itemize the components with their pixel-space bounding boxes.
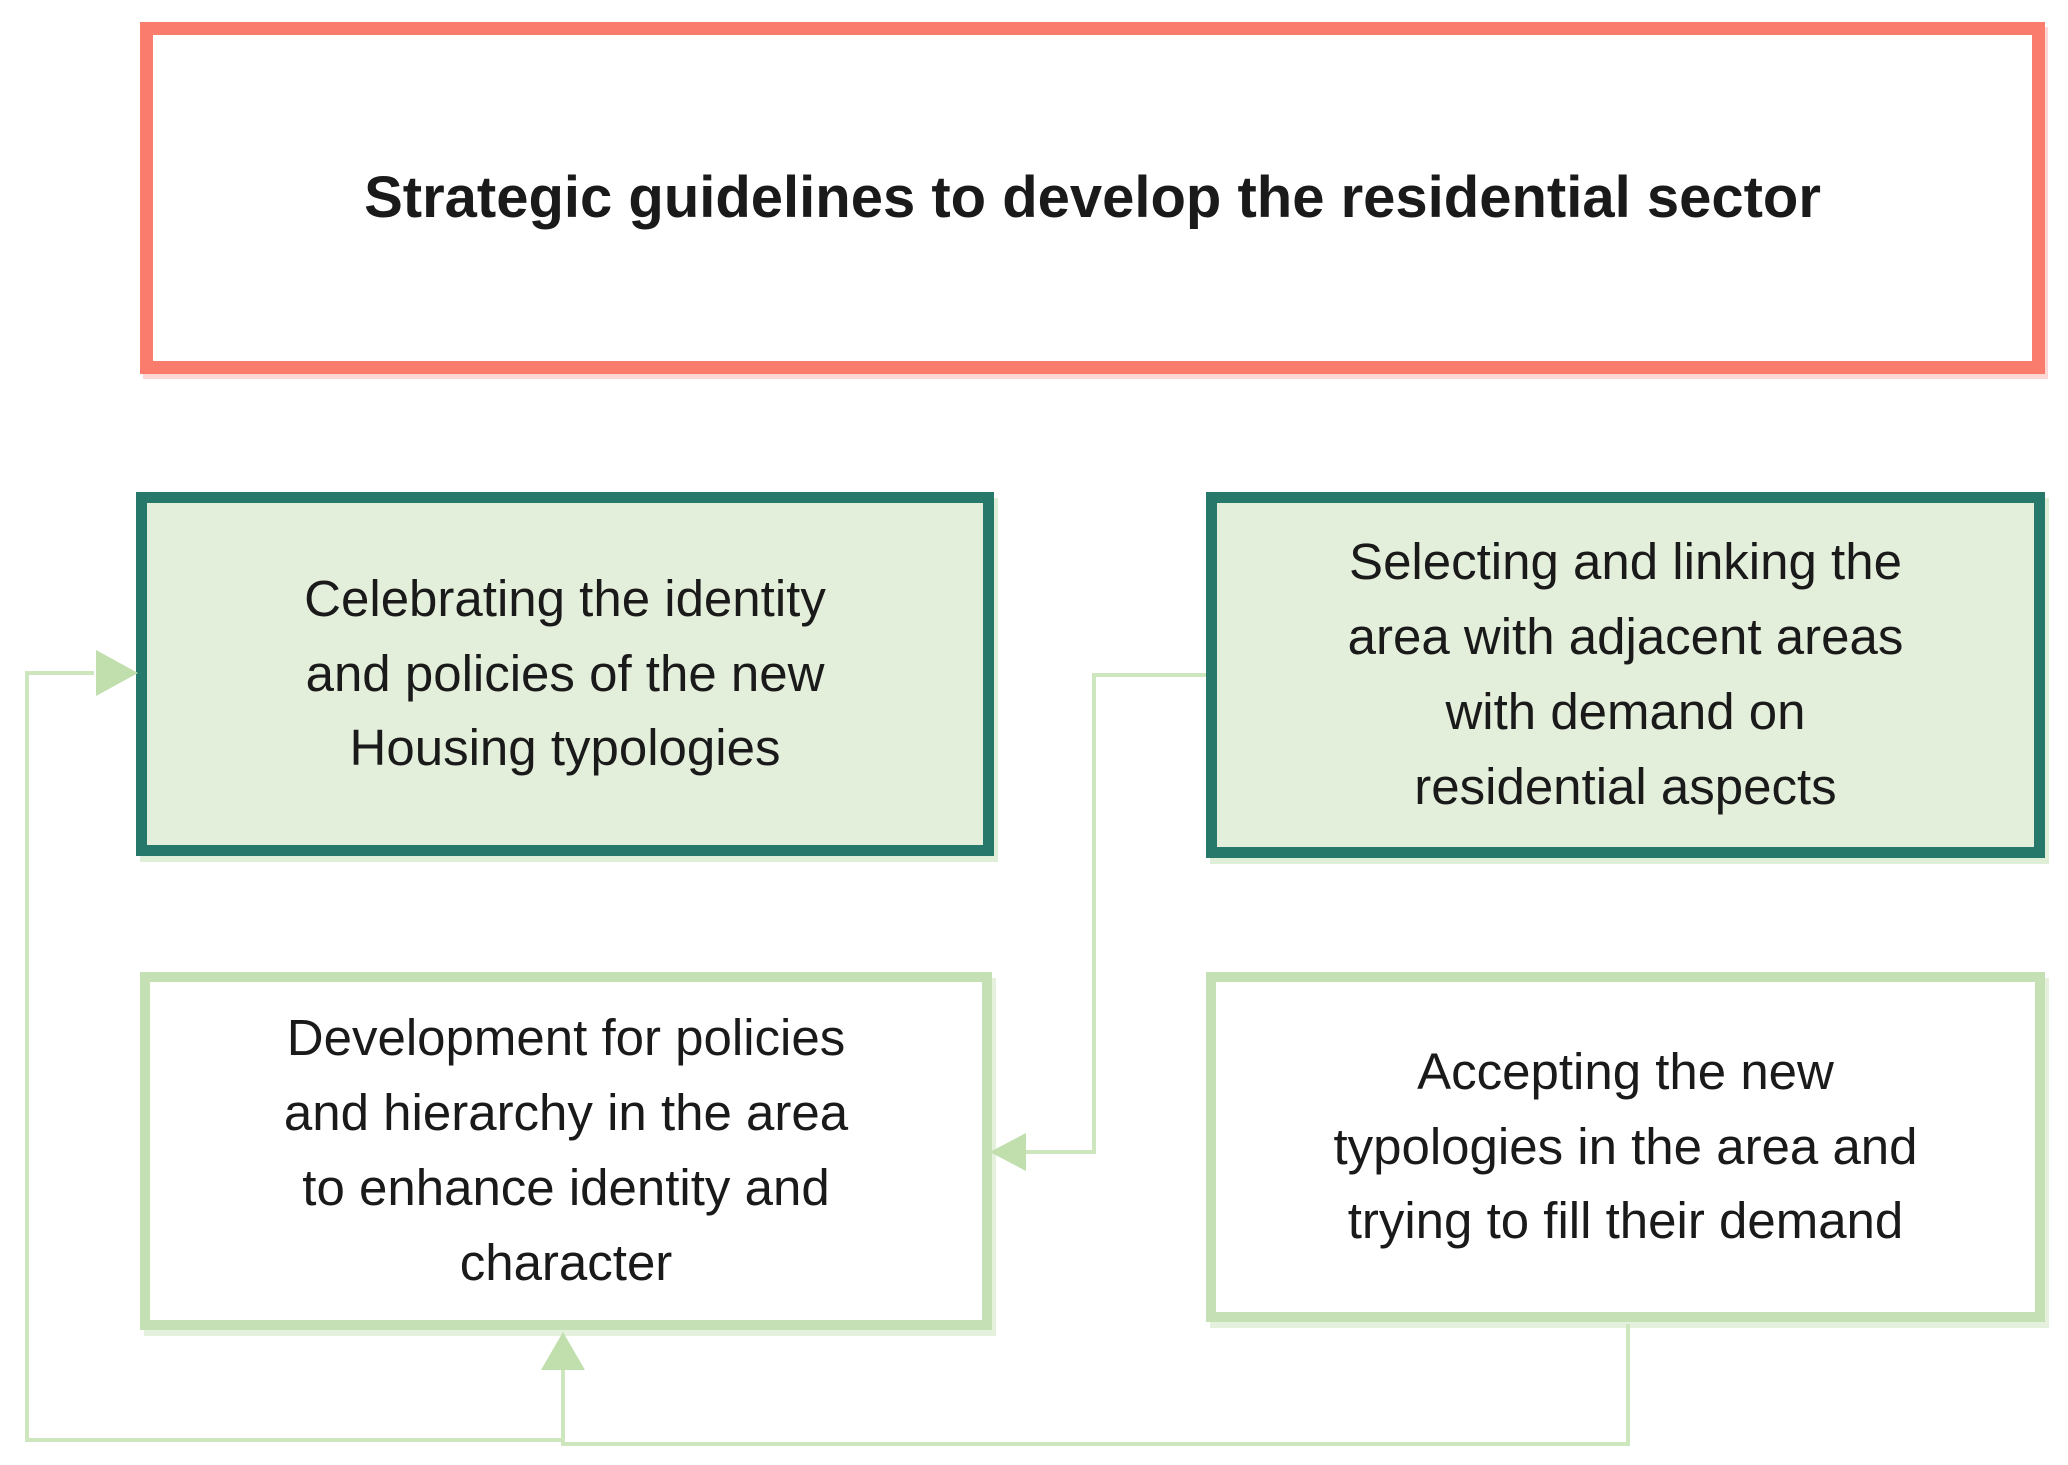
- title-text: Strategic guidelines to develop the resi…: [364, 164, 1821, 230]
- development-policies-text: Development for policies and hierarchy i…: [283, 1009, 849, 1291]
- arrowhead-into-development-bottom-icon: [541, 1332, 585, 1370]
- development-policies-box: Development for policies and hierarchy i…: [140, 972, 992, 1330]
- selecting-linking-box: Selecting and linking the area with adja…: [1206, 492, 2045, 858]
- connector-accepting-to-development: [561, 1324, 1630, 1446]
- title-box: Strategic guidelines to develop the resi…: [140, 22, 2045, 374]
- arrowhead-into-celebrating-left-icon: [96, 650, 138, 696]
- connector-selecting-to-development: [1024, 673, 1206, 1154]
- selecting-linking-text: Selecting and linking the area with adja…: [1347, 533, 1904, 815]
- arrowhead-into-development-right-icon: [990, 1133, 1026, 1171]
- celebrating-identity-text: Celebrating the identity and policies of…: [304, 569, 826, 777]
- accepting-typologies-box: Accepting the new typologies in the area…: [1206, 972, 2045, 1322]
- accepting-typologies-text: Accepting the new typologies in the area…: [1333, 1042, 1918, 1250]
- celebrating-identity-box: Celebrating the identity and policies of…: [136, 492, 994, 856]
